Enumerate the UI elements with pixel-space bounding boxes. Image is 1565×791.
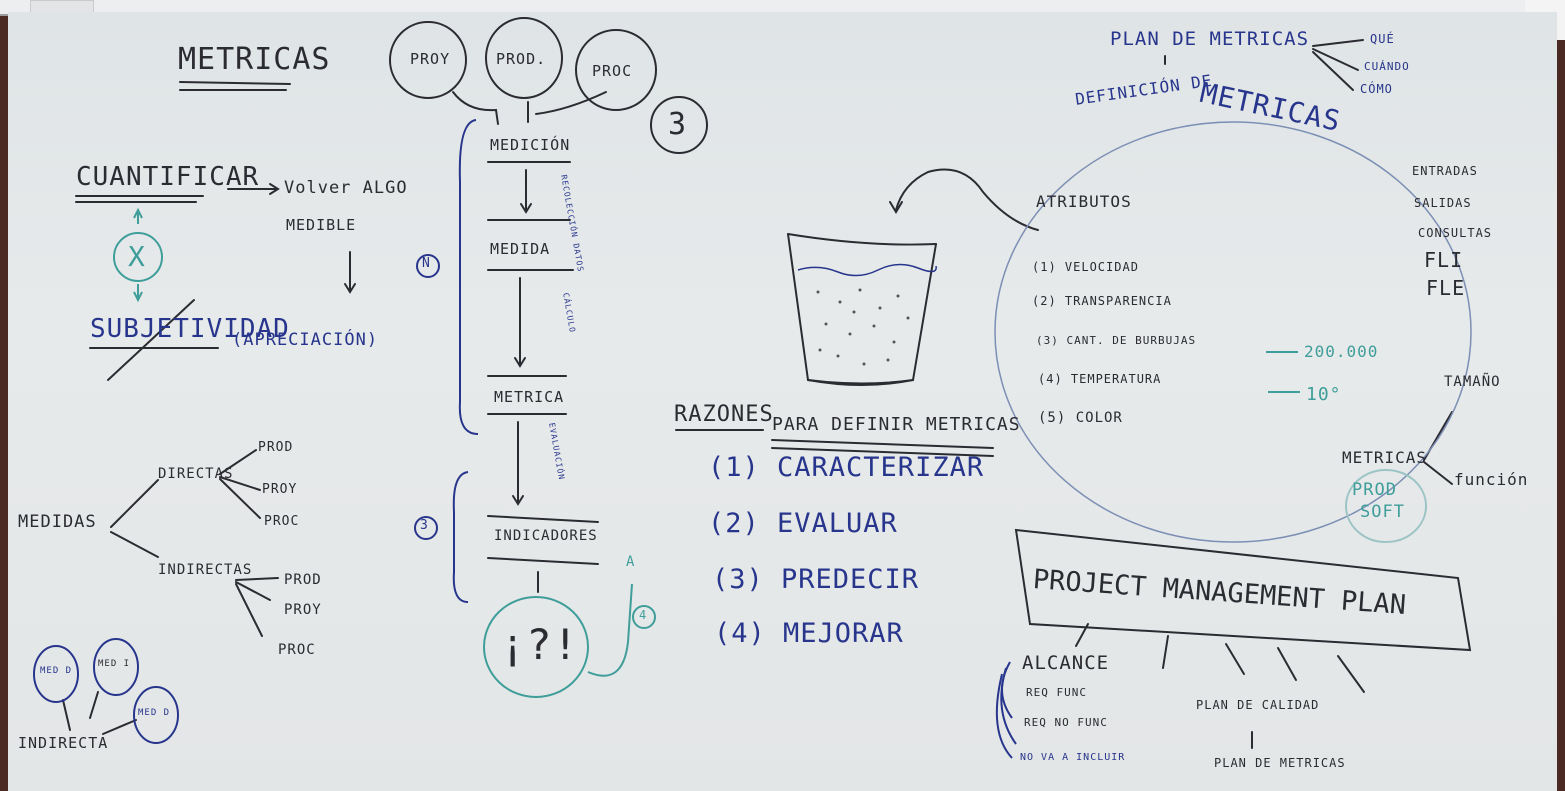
right-list-item: ENTRADAS [1412, 164, 1478, 178]
board-title: METRICAS [178, 42, 331, 77]
right-list-item: FLE [1426, 276, 1466, 300]
alcance-label: ALCANCE [1022, 652, 1110, 674]
directas-item: PROD [258, 440, 294, 455]
attribute-value: 200.000 [1304, 342, 1379, 361]
funcion-label: función [1454, 470, 1529, 489]
apreciacion-label: (APRECIACIÓN) [232, 330, 379, 350]
whiteboard: METRICAS CUANTIFICAR Volver ALGO MEDIBLE… [8, 12, 1557, 791]
medidas-root: MEDIDAS [18, 512, 97, 532]
alcance-item: NO VA A INCLUIR [1020, 752, 1126, 763]
plan-metricas-label: PLAN DE METRICAS [1214, 756, 1346, 770]
bottom-circle-label: MED D [138, 708, 171, 718]
indirectas-item: PROY [284, 602, 322, 618]
cuantificar-label: CUANTIFICAR [76, 162, 260, 192]
volver-label: Volver ALGO [284, 178, 408, 198]
flow-step-metrica: METRICA [494, 388, 565, 406]
flow-circle-proc: PROC [592, 62, 633, 80]
side-number: 4 [639, 608, 648, 622]
razones-title: RAZONES [674, 402, 774, 427]
right-list-item: SALIDAS [1414, 196, 1472, 210]
plan-de-metricas: PLAN DE METRICAS [1110, 28, 1310, 50]
indirectas-item: PROD [284, 572, 322, 588]
side-number: N [422, 256, 431, 271]
flow-circle-proy: PROY [410, 50, 451, 68]
razon-item: (3) PREDECIR [712, 564, 920, 595]
flow-step-medida: MEDIDA [490, 240, 551, 258]
flow-step-medicion: MEDICIÓN [490, 136, 571, 154]
flow-circle-prod: PROD. [496, 50, 547, 68]
cross-mark: X [128, 240, 146, 273]
flow-end-symbol: ¡?! [500, 620, 579, 669]
indirectas-item: PROC [278, 642, 316, 658]
attribute-item: (1) VELOCIDAD [1032, 260, 1139, 274]
flow-end-arrow-label: A [626, 554, 636, 570]
bottom-circle-label: MED D [40, 666, 73, 676]
prod-label: PROD [1352, 480, 1397, 500]
razon-item: (4) MEJORAR [714, 618, 904, 649]
razones-subtitle: PARA DEFINIR METRICAS [772, 414, 1021, 435]
flow-step-indicadores: INDICADORES [494, 528, 598, 544]
flow-number: 3 [668, 107, 688, 142]
directas-item: PROY [262, 482, 298, 497]
attribute-item: (5) COLOR [1038, 410, 1123, 426]
metricas-label: METRICAS [1342, 448, 1428, 467]
attribute-item: (2) TRANSPARENCIA [1032, 294, 1172, 308]
directas-label: DIRECTAS [158, 466, 234, 482]
plan-item: QUÉ [1370, 32, 1395, 46]
attribute-value: 10° [1306, 384, 1342, 405]
attribute-item: (3) CANT. DE BURBUJAS [1036, 334, 1197, 347]
bottom-circle-label: MED I [98, 659, 131, 669]
indirectas-label: INDIRECTAS [158, 562, 253, 578]
subjetividad-label: SUBJETIVIDAD [90, 314, 290, 344]
medible-label: MEDIBLE [286, 216, 357, 234]
razon-item: (2) EVALUAR [708, 508, 898, 539]
right-list-item: FLI [1424, 248, 1464, 272]
indirecta-label: INDIRECTA [18, 734, 109, 752]
right-list-item: CONSULTAS [1418, 226, 1493, 240]
razon-item: (1) CARACTERIZAR [708, 452, 985, 483]
plan-calidad-label: PLAN DE CALIDAD [1196, 698, 1320, 712]
attribute-item: (4) TEMPERATURA [1038, 372, 1162, 386]
soft-label: SOFT [1360, 502, 1405, 522]
alcance-item: REQ NO FUNC [1024, 716, 1108, 729]
atributos-label: ATRIBUTOS [1036, 192, 1132, 211]
side-number: 3 [420, 518, 429, 533]
directas-item: PROC [264, 514, 300, 529]
tamano-label: TAMAÑO [1444, 374, 1501, 390]
plan-item: CÓMO [1360, 82, 1393, 96]
ink-drawings [33, 17, 1472, 759]
plan-item: CUÁNDO [1364, 60, 1410, 73]
alcance-item: REQ FUNC [1026, 686, 1087, 699]
